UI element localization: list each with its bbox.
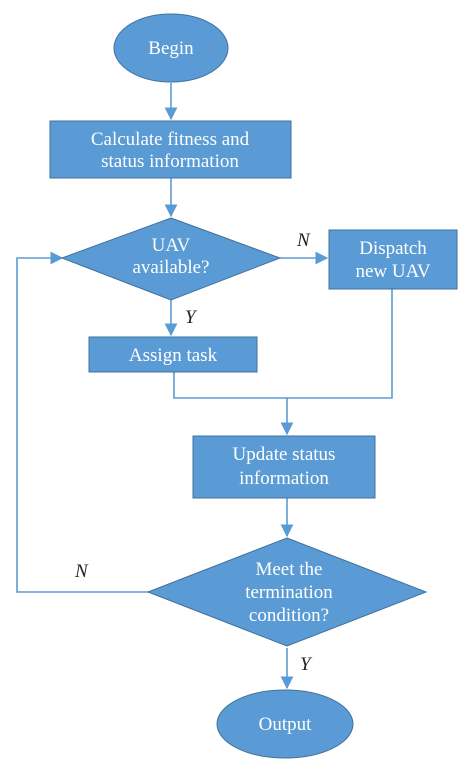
node-calculate: Calculate fitness and status information — [49, 120, 292, 179]
termination-diamond — [146, 537, 428, 647]
termination-label-line-2: termination — [245, 582, 333, 603]
assign-box — [88, 336, 258, 373]
uav-available-diamond — [60, 217, 282, 301]
connectors — [16, 83, 393, 690]
node-termination: Meet the termination condition? — [146, 537, 428, 647]
update-label-line-1: Update status — [233, 444, 336, 465]
update-box — [192, 435, 376, 499]
update-label-line-2: information — [239, 468, 329, 489]
assign-label: Assign task — [129, 345, 218, 366]
output-ellipse — [216, 689, 354, 759]
connector-dispatch-to-merge — [287, 289, 393, 399]
node-uav-available: UAV available? — [60, 217, 282, 301]
uav-available-label-line-1: UAV — [152, 235, 191, 256]
output-label: Output — [259, 714, 313, 735]
calculate-label-line-1: Calculate fitness and — [91, 129, 250, 150]
dispatch-label-line-2: new UAV — [355, 261, 430, 282]
node-update: Update status information — [192, 435, 376, 499]
node-output: Output — [216, 689, 354, 759]
connector-termination-no-loop — [16, 251, 148, 593]
node-begin: Begin — [113, 13, 229, 83]
termination-label-line-1: Meet the — [255, 559, 322, 580]
uav-available-label-line-2: available? — [132, 257, 209, 278]
begin-label: Begin — [148, 38, 194, 59]
node-assign: Assign task — [88, 336, 258, 373]
termination-no-label: N — [74, 561, 89, 582]
node-dispatch: Dispatch new UAV — [328, 229, 458, 290]
termination-yes-label: Y — [300, 654, 313, 675]
dispatch-label-line-1: Dispatch — [359, 238, 427, 259]
calculate-box — [49, 120, 292, 179]
begin-ellipse — [113, 13, 229, 83]
uav-no-label: N — [296, 230, 311, 251]
connector-assign-to-merge — [173, 372, 287, 399]
calculate-label-line-2: status information — [101, 151, 239, 172]
dispatch-box — [328, 229, 458, 290]
uav-yes-label: Y — [185, 307, 198, 328]
termination-label-line-3: condition? — [249, 605, 329, 626]
